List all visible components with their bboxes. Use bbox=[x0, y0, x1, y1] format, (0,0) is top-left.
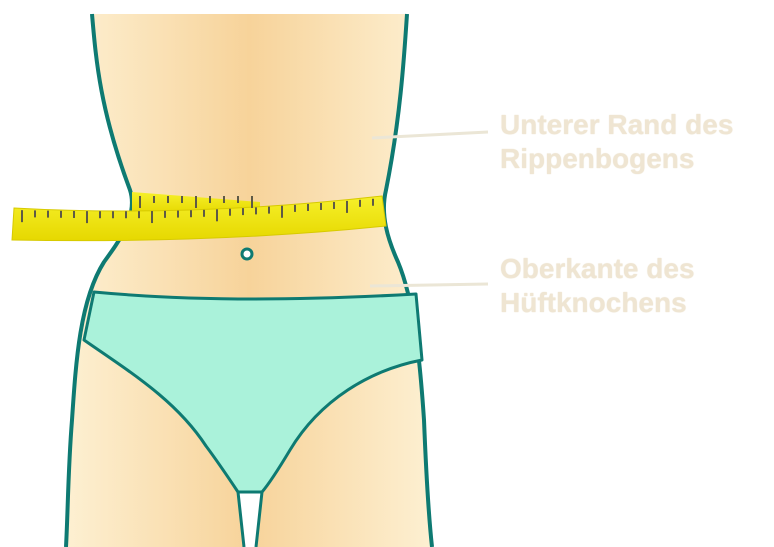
navel bbox=[242, 249, 252, 259]
rib-label: Unterer Rand des Rippenbogens bbox=[500, 108, 733, 176]
hip-label: Oberkante des Hüftknochens bbox=[500, 252, 695, 320]
rib-label-line1: Unterer Rand des bbox=[500, 108, 733, 142]
hip-label-line2: Hüftknochens bbox=[500, 286, 695, 320]
hip-label-line1: Oberkante des bbox=[500, 252, 695, 286]
hip-leader-line bbox=[370, 284, 488, 286]
rib-label-line2: Rippenbogens bbox=[500, 142, 733, 176]
